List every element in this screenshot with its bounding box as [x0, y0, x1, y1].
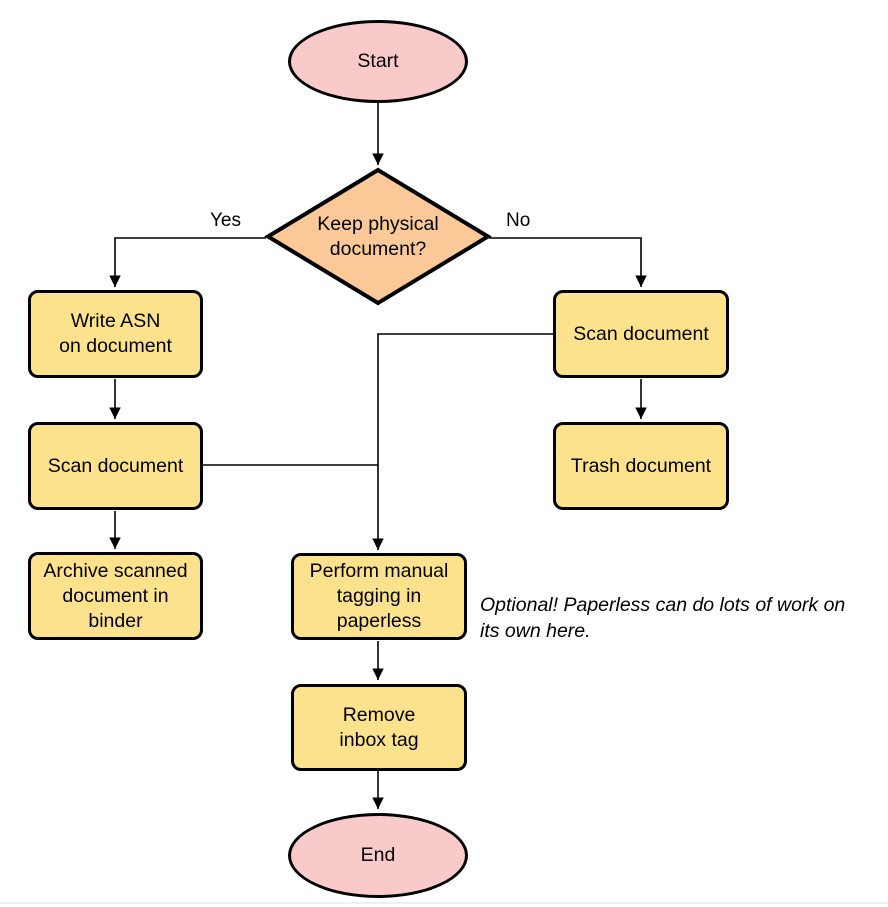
trash-document-node-label: Trash document	[570, 454, 712, 477]
edge-label-no: No	[506, 210, 531, 231]
scan-document-left-node-label: Scan document	[47, 454, 184, 477]
remove-inbox-tag-node: Remove inbox tag	[291, 684, 467, 771]
start-node-label: Start	[357, 50, 399, 72]
edge-decision-no-to-scan-right	[489, 237, 647, 287]
bottom-divider	[0, 902, 888, 904]
trash-document-node: Trash document	[553, 422, 729, 510]
optional-note: Optional! Paperless can do lots of work …	[480, 594, 846, 642]
decision-node-shape	[264, 167, 492, 306]
manual-tagging-node-label: Perform manual tagging in paperless	[309, 560, 449, 632]
scan-document-left-node: Scan document	[28, 422, 203, 510]
write-asn-node: Write ASN on document	[28, 290, 203, 378]
scan-document-right-node-label: Scan document	[573, 322, 709, 345]
edge-label-yes: Yes	[210, 210, 241, 231]
edge-decision-yes-to-write-asn	[109, 237, 266, 287]
decision-node-label: Keep physical document?	[317, 212, 439, 260]
manual-tagging-node: Perform manual tagging in paperless	[291, 553, 467, 640]
end-node-label: End	[360, 844, 396, 866]
scan-document-right-node: Scan document	[553, 290, 729, 378]
remove-inbox-tag-node-label: Remove inbox tag	[339, 703, 419, 751]
edge-scan-right-to-tagging	[372, 333, 553, 550]
write-asn-node-label: Write ASN on document	[59, 310, 172, 357]
start-node: Start	[288, 20, 468, 103]
archive-node-label: Archive scanned document in binder	[43, 559, 188, 632]
archive-node: Archive scanned document in binder	[28, 552, 203, 640]
decision-node: Keep physical document?	[265, 168, 491, 305]
end-node: End	[288, 813, 468, 898]
